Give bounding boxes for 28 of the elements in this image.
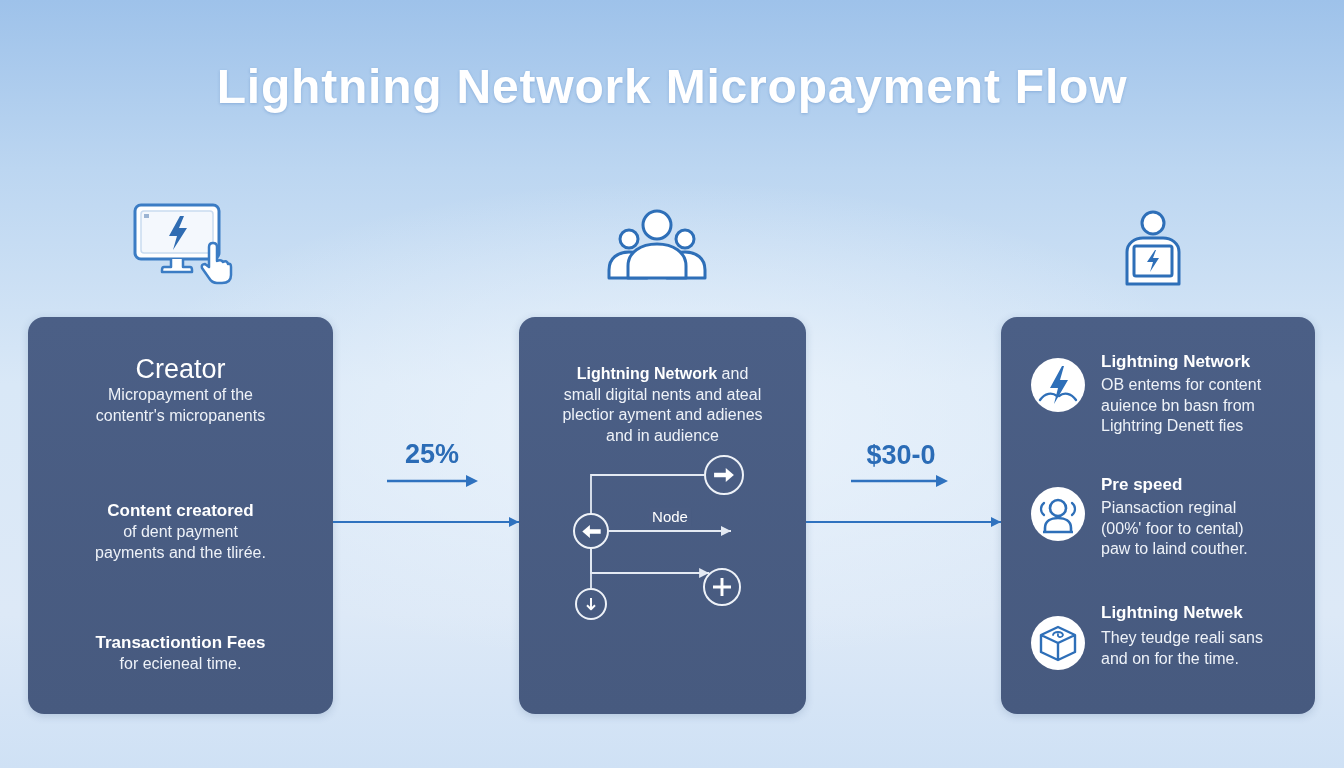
arrow (805, 517, 1002, 527)
panel-text: Micropayment of the contentr's micropanents (94, 385, 267, 426)
panel-text: of dent payment payments and the tlirée. (94, 522, 267, 563)
flow-circle (703, 568, 741, 606)
value-label: $30-0 (866, 440, 936, 470)
value-label: 25% (405, 439, 459, 469)
flow-circle (704, 455, 744, 495)
section-heading: Pre speed (1101, 474, 1183, 496)
panel-text: OB entems for content auience bn basn from Lightring Denett fies (1101, 375, 1263, 436)
arrow (590, 548, 711, 578)
arrow (608, 526, 732, 536)
panel-text: for ecieneal time. (119, 654, 242, 674)
panel-card (519, 317, 806, 714)
flow-circle (575, 588, 607, 620)
section-heading: Transactiontion Fees (95, 632, 266, 654)
section-heading: Lightning Network (1101, 351, 1251, 373)
panel-text: Piansaction reginal (00%' foor to cental) paw to laind couther. (1101, 498, 1249, 559)
flow-circle (573, 513, 609, 549)
title: Lightning Network Micropayment Flow (216, 59, 1128, 115)
panel-heading: Creator (135, 353, 226, 385)
connector-line (590, 474, 705, 514)
section-heading: Lightning Netwek (1101, 602, 1243, 624)
panel-card (1001, 317, 1315, 714)
section-heading: Content creatored (107, 500, 254, 522)
arrow (332, 517, 520, 527)
panel-card (28, 317, 333, 714)
panel-text: Lightning Network and small digital nents and ateal plectior ayment and adienes and in audience (561, 364, 764, 446)
panel-text: They teudge reali sans and on for the time. (1101, 628, 1264, 669)
